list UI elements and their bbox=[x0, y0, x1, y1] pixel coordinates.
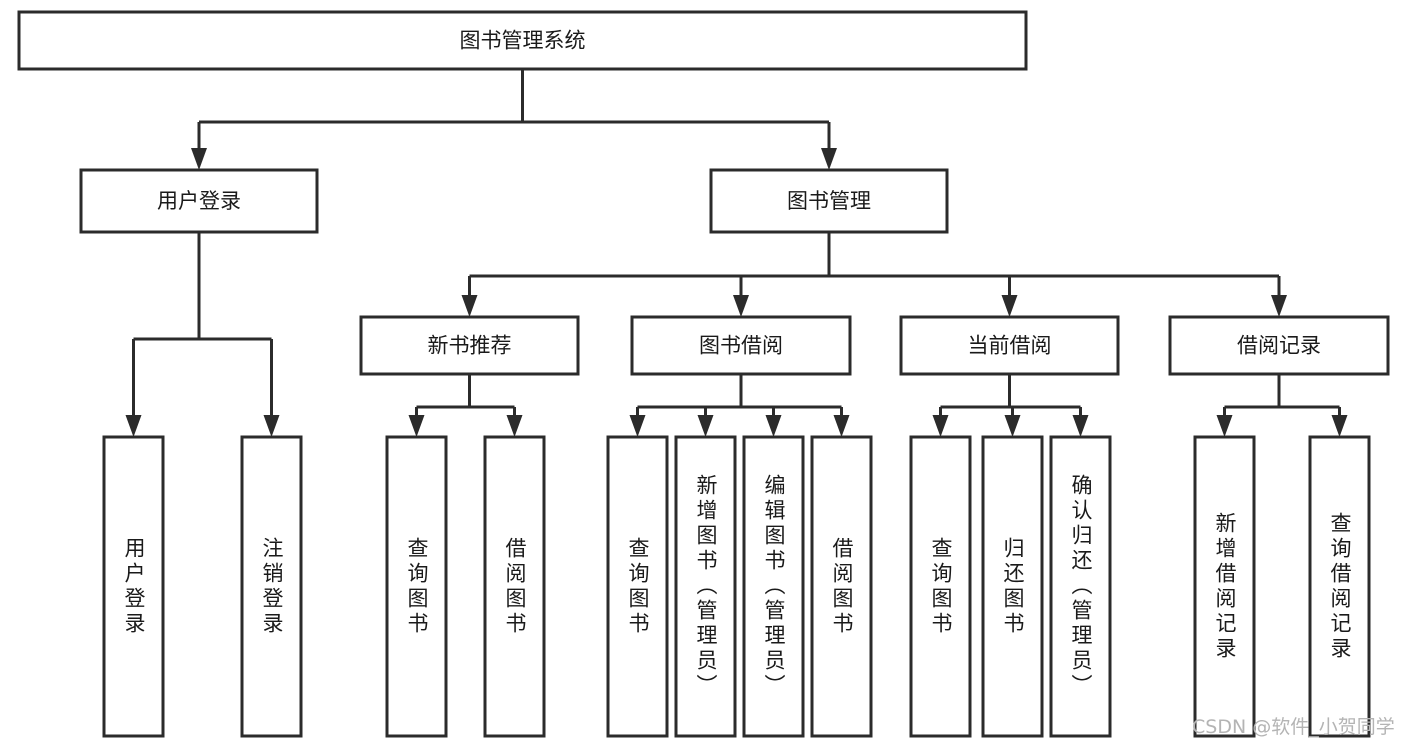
arrow-head-icon bbox=[697, 415, 714, 437]
node-box-l1_1[interactable] bbox=[709, 168, 949, 234]
arrow-head-icon bbox=[733, 295, 749, 317]
node-box-leaf_8[interactable] bbox=[909, 435, 972, 738]
node-box-leaf_9[interactable] bbox=[981, 435, 1044, 738]
watermark-text: CSDN @软件_小贺同学 bbox=[1192, 716, 1395, 738]
node-box-leaf_10[interactable] bbox=[1049, 435, 1112, 738]
node-label-l2_3: 借阅记录 bbox=[1237, 334, 1321, 358]
node-box-leaf_7[interactable] bbox=[810, 435, 873, 738]
arrow-head-icon bbox=[1072, 415, 1089, 437]
node-box-leaf_11[interactable] bbox=[1193, 435, 1256, 738]
arrow-head-icon bbox=[506, 415, 523, 437]
arrow-head-icon bbox=[1004, 415, 1021, 437]
node-label-l2_1: 图书借阅 bbox=[699, 334, 783, 358]
node-box-leaf_5[interactable] bbox=[674, 435, 737, 738]
arrow-head-icon bbox=[1271, 295, 1287, 317]
arrow-head-icon bbox=[1331, 415, 1348, 437]
edges-layer bbox=[125, 69, 1348, 437]
arrow-head-icon bbox=[833, 415, 850, 437]
node-label-l1_0: 用户登录 bbox=[157, 189, 241, 213]
arrow-head-icon bbox=[1001, 295, 1018, 317]
node-box-leaf_12[interactable] bbox=[1308, 435, 1371, 738]
node-box-l2_1[interactable] bbox=[630, 315, 852, 376]
node-label-l2_0: 新书推荐 bbox=[428, 334, 512, 358]
arrow-head-icon bbox=[263, 415, 280, 437]
arrow-head-icon bbox=[461, 295, 478, 317]
arrow-head-icon bbox=[765, 415, 782, 437]
arrow-head-icon bbox=[932, 415, 949, 437]
node-label-l2_2: 当前借阅 bbox=[968, 334, 1052, 358]
node-box-root[interactable] bbox=[17, 10, 1028, 71]
node-box-leaf_0[interactable] bbox=[102, 435, 165, 738]
node-box-l2_0[interactable] bbox=[359, 315, 580, 376]
node-box-leaf_2[interactable] bbox=[385, 435, 448, 738]
node-box-l2_2[interactable] bbox=[899, 315, 1120, 376]
arrow-head-icon bbox=[408, 415, 425, 437]
node-box-l1_0[interactable] bbox=[79, 168, 319, 234]
node-box-leaf_4[interactable] bbox=[606, 435, 669, 738]
arrow-head-icon bbox=[629, 415, 646, 437]
arrow-head-icon bbox=[125, 415, 142, 437]
node-label-root: 图书管理系统 bbox=[460, 29, 586, 53]
node-box-l2_3[interactable] bbox=[1168, 315, 1390, 376]
node-label-l1_1: 图书管理 bbox=[787, 189, 871, 213]
node-box-leaf_6[interactable] bbox=[742, 435, 805, 738]
arrow-head-icon bbox=[191, 148, 207, 170]
node-box-leaf_1[interactable] bbox=[240, 435, 303, 738]
arrow-head-icon bbox=[1216, 415, 1233, 437]
node-box-leaf_3[interactable] bbox=[483, 435, 546, 738]
arrow-head-icon bbox=[821, 148, 837, 170]
